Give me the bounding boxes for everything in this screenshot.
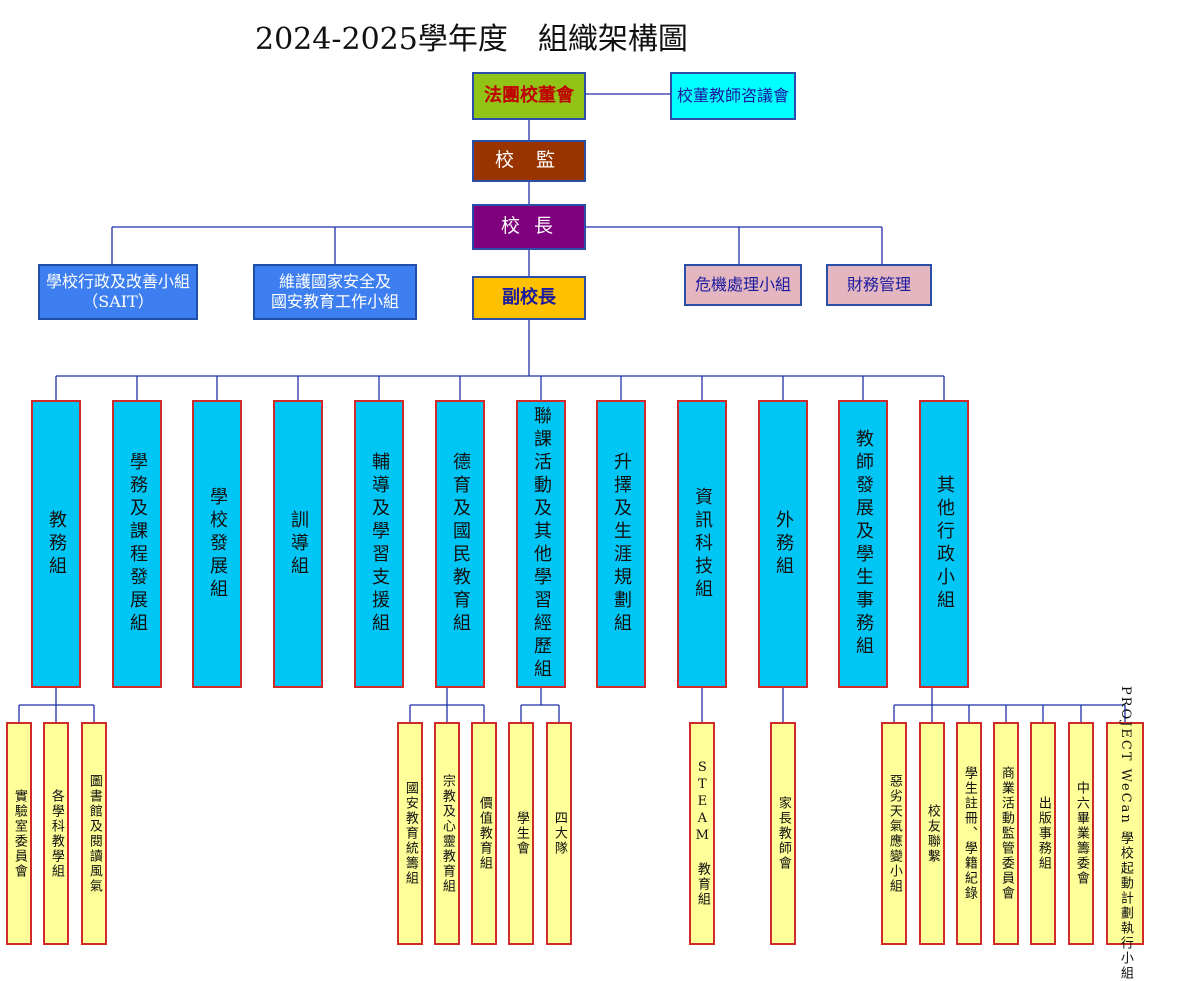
sub-commercial-activities: 商業活動監管委員會 [993, 722, 1019, 945]
sub-alumni: 校友聯繫 [919, 722, 945, 945]
sub-label: 學生會 [513, 811, 529, 856]
sub-label: 實驗室委員會 [11, 788, 27, 879]
vice-principal-box: 副校長 [472, 276, 586, 320]
dept-label: 學校發展組 [207, 486, 228, 602]
sub-lab-committee: 實驗室委員會 [6, 722, 32, 945]
dept-label: 德育及國民教育組 [450, 452, 471, 636]
sub-label: 校友聯繫 [924, 803, 940, 864]
dept-curriculum: 學務及課程發展組 [112, 400, 162, 688]
dept-eca: 聯課活動及其他學習經歷組 [516, 400, 566, 688]
sub-label: 出版事務組 [1035, 796, 1051, 871]
sub-pta: 家長教師會 [770, 722, 796, 945]
dept-label: 訓導組 [288, 509, 309, 579]
dept-label: 資訊科技組 [692, 486, 713, 602]
sub-student-union: 學生會 [508, 722, 534, 945]
dept-label: 聯課活動及其他學習經歷組 [531, 406, 552, 682]
dept-moral-education: 德育及國民教育組 [435, 400, 485, 688]
dept-other-admin: 其他行政小組 [919, 400, 969, 688]
advisory-council-box: 校董教師咨議會 [670, 72, 796, 120]
sait-line1: 學校行政及改善小組 [45, 272, 190, 291]
sub-label: 宗教及心靈教育組 [439, 773, 455, 894]
dept-label: 教務組 [46, 509, 67, 579]
sub-label: 圖書館及閱讀風氣 [86, 773, 102, 894]
supervisor-box: 校 監 [472, 140, 586, 182]
sub-publications: 出版事務組 [1030, 722, 1056, 945]
dept-label: 升擇及生涯規劃組 [611, 452, 632, 636]
sub-label: 中六畢業籌委會 [1073, 781, 1089, 886]
sait-box: 學校行政及改善小組 （SAIT） [38, 264, 198, 320]
sub-library-reading: 圖書館及閱讀風氣 [81, 722, 107, 945]
sub-label: PROJECT WeCan 學校起動計劃執行小組 [1117, 686, 1133, 981]
sub-label: 學生註冊、學籍紀錄 [961, 766, 977, 901]
dept-label: 輔導及學習支援組 [369, 452, 390, 636]
sub-bad-weather: 惡劣天氣應變小組 [881, 722, 907, 945]
sub-label: 商業活動監管委員會 [998, 766, 1014, 901]
dept-staff-development: 教師發展及學生事務組 [838, 400, 888, 688]
sub-four-corps: 四大隊 [546, 722, 572, 945]
crisis-team-box: 危機處理小組 [684, 264, 802, 306]
sub-graduation: 中六畢業籌委會 [1068, 722, 1094, 945]
national-security-line2: 國安教育工作小組 [270, 292, 399, 311]
dept-it: 資訊科技組 [677, 400, 727, 688]
sait-line2: （SAIT） [82, 292, 154, 311]
dept-external: 外務組 [758, 400, 808, 688]
dept-label: 學務及課程發展組 [127, 452, 148, 636]
sub-project-wecan: PROJECT WeCan 學校起動計劃執行小組 [1106, 686, 1144, 981]
dept-label: 外務組 [773, 509, 794, 579]
dept-careers: 升擇及生涯規劃組 [596, 400, 646, 688]
sub-steam: STEAM 教育組 [689, 722, 715, 945]
sub-label: STEAM 教育組 [694, 760, 710, 907]
national-security-line1: 維護國家安全及 [278, 272, 391, 291]
sub-national-security-ed: 國安教育統籌組 [397, 722, 423, 945]
sub-values-ed: 價值教育組 [471, 722, 497, 945]
dept-discipline: 訓導組 [273, 400, 323, 688]
dept-academic: 教務組 [31, 400, 81, 688]
school-board-box: 法團校董會 [472, 72, 586, 120]
sub-label: 價值教育組 [476, 796, 492, 871]
sub-label: 各學科教學組 [48, 788, 64, 879]
sub-label: 國安教育統籌組 [402, 781, 418, 886]
chart-title: 2024-2025學年度 組織架構圖 [255, 22, 688, 57]
national-security-box: 維護國家安全及 國安教育工作小組 [253, 264, 417, 320]
sub-religious-ed: 宗教及心靈教育組 [434, 722, 460, 945]
sub-label: 四大隊 [551, 811, 567, 856]
dept-school-development: 學校發展組 [192, 400, 242, 688]
principal-box: 校 長 [472, 204, 586, 250]
dept-label: 教師發展及學生事務組 [853, 429, 874, 659]
sub-subject-teaching: 各學科教學組 [43, 722, 69, 945]
sub-registration: 學生註冊、學籍紀錄 [956, 722, 982, 945]
sub-label: 惡劣天氣應變小組 [886, 773, 902, 894]
dept-label: 其他行政小組 [934, 475, 955, 613]
dept-guidance: 輔導及學習支援組 [354, 400, 404, 688]
finance-box: 財務管理 [826, 264, 932, 306]
sub-label: 家長教師會 [775, 796, 791, 871]
